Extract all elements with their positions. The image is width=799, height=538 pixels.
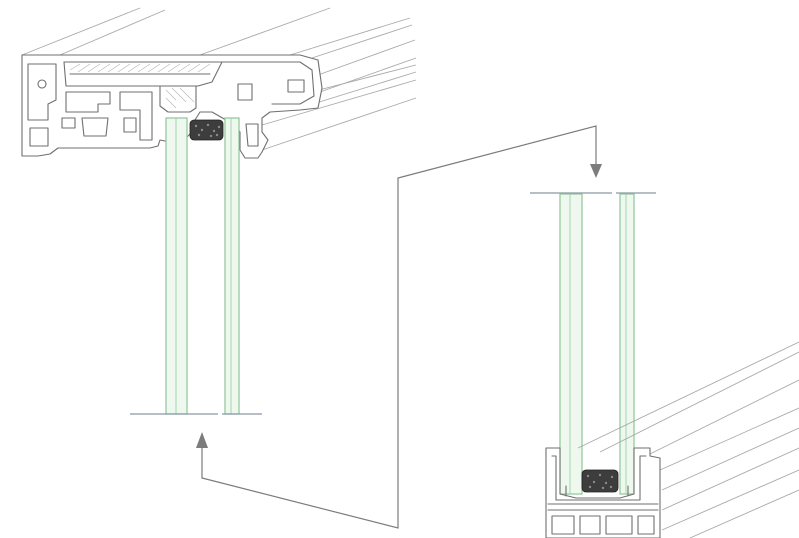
right-glazing-unit (530, 192, 656, 495)
sill-gasket (581, 469, 619, 493)
connector-arrows (196, 125, 602, 529)
connector-line (201, 125, 597, 529)
head-gasket (189, 119, 224, 141)
sill-rail-lines (577, 341, 799, 538)
left-glazing-unit (130, 117, 262, 415)
arrow-icon (196, 432, 208, 448)
left-outer-pane (165, 117, 188, 415)
left-inner-pane (224, 117, 240, 415)
arrow-icon (590, 164, 602, 178)
sill-profile (545, 341, 799, 538)
right-inner-pane (619, 193, 635, 495)
head-profile (21, 7, 417, 159)
head-top-channel (63, 61, 223, 87)
head-bead (221, 61, 315, 147)
head-chambers (27, 63, 197, 147)
right-outer-pane (559, 193, 583, 495)
